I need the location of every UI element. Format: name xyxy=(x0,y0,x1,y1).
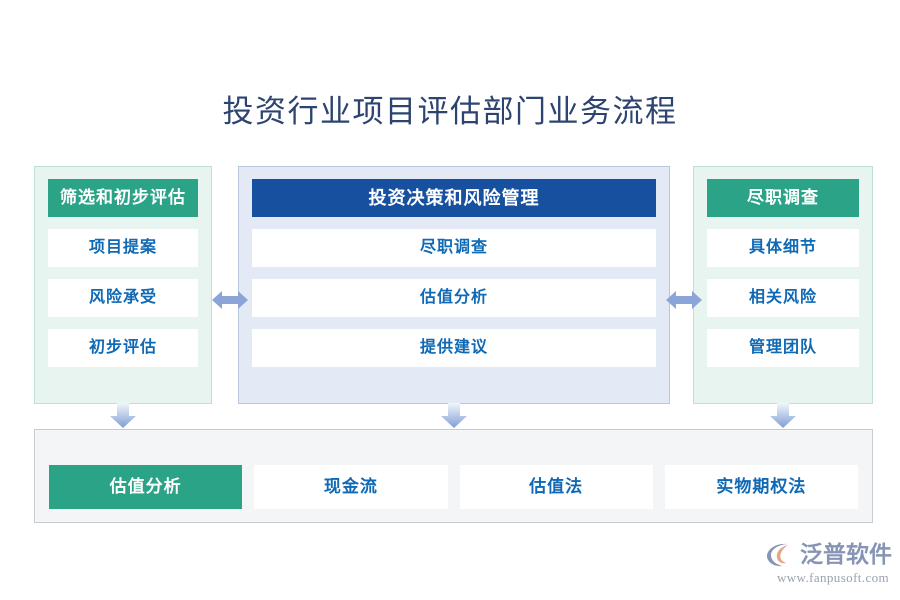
column-item[interactable]: 风险承受 xyxy=(48,279,198,317)
column-item[interactable]: 提供建议 xyxy=(252,329,656,367)
column-header-screening: 筛选和初步评估 xyxy=(48,179,198,217)
double-arrow-horizontal-icon xyxy=(212,285,248,315)
column-item[interactable]: 项目提案 xyxy=(48,229,198,267)
process-columns: 筛选和初步评估 项目提案 风险承受 初步评估 投资决策和风险管理 尽职调查 估值… xyxy=(0,166,900,404)
bottom-item-valuation-analysis[interactable]: 估值分析 xyxy=(49,465,243,509)
logo-url: www.fanpusoft.com xyxy=(776,570,890,585)
bottom-item-real-option-method[interactable]: 实物期权法 xyxy=(664,465,858,509)
arrow-down-icon xyxy=(109,403,137,429)
fanpu-logo: 泛普软件 www.fanpusoft.com xyxy=(766,541,894,589)
column-header-decision: 投资决策和风险管理 xyxy=(252,179,656,217)
logo-wordmark: 泛普软件 xyxy=(800,542,892,567)
valuation-methods-panel: 估值分析 现金流 估值法 实物期权法 xyxy=(34,429,873,523)
column-item[interactable]: 初步评估 xyxy=(48,329,198,367)
column-diligence: 尽职调查 具体细节 相关风险 管理团队 xyxy=(693,166,873,404)
fanpu-swoosh-icon xyxy=(766,541,796,569)
column-item[interactable]: 具体细节 xyxy=(707,229,859,267)
arrow-down-icon xyxy=(440,403,468,429)
column-item[interactable]: 相关风险 xyxy=(707,279,859,317)
bottom-item-cash-flow[interactable]: 现金流 xyxy=(254,465,448,509)
column-decision: 投资决策和风险管理 尽职调查 估值分析 提供建议 xyxy=(238,166,670,404)
column-item[interactable]: 管理团队 xyxy=(707,329,859,367)
column-header-diligence: 尽职调查 xyxy=(707,179,859,217)
arrow-down-icon xyxy=(769,403,797,429)
page-title: 投资行业项目评估部门业务流程 xyxy=(222,94,678,129)
logo-row: 泛普软件 xyxy=(766,541,894,569)
column-item[interactable]: 尽职调查 xyxy=(252,229,656,267)
column-item[interactable]: 估值分析 xyxy=(252,279,656,317)
column-screening: 筛选和初步评估 项目提案 风险承受 初步评估 xyxy=(34,166,212,404)
double-arrow-horizontal-icon xyxy=(666,285,702,315)
bottom-item-valuation-method[interactable]: 估值法 xyxy=(459,465,653,509)
